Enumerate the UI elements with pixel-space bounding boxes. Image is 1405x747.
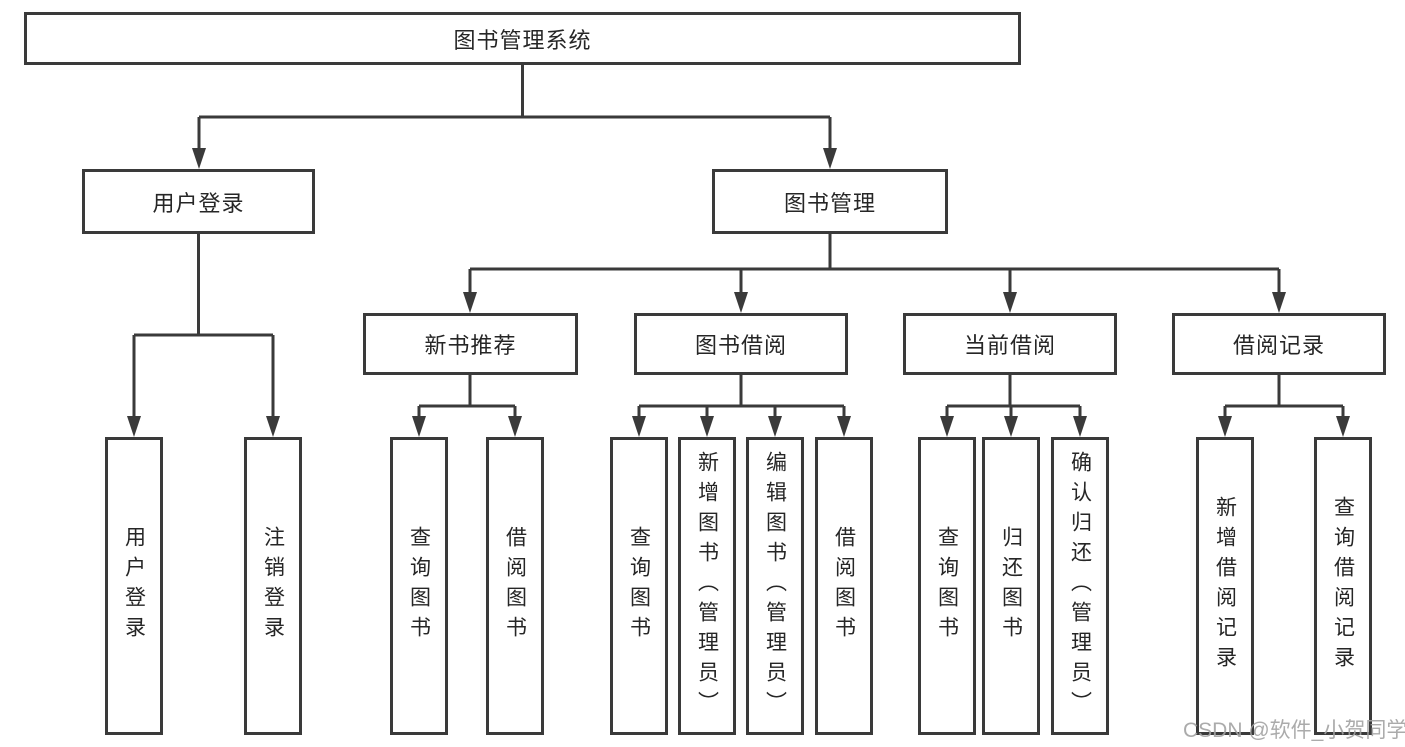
node-borrow-records: 借阅记录 [1172, 313, 1386, 375]
leaf-borrow-books-recommend-label: 借阅图书 [503, 526, 527, 646]
leaf-logout-label: 注销登录 [261, 526, 285, 646]
node-book-management-label: 图书管理 [783, 190, 876, 216]
csdn-watermark: CSDN @软件_小贺同学 [1183, 719, 1405, 742]
node-borrow-records-label: 借阅记录 [1232, 333, 1325, 358]
leaf-user-login: 用户登录 [105, 437, 163, 735]
node-new-book-recommend: 新书推荐 [363, 313, 578, 375]
node-root-label: 图书管理系统 [453, 27, 592, 53]
leaf-confirm-return-admin: 确认归还（管理员） [1051, 437, 1109, 735]
node-book-borrow-label: 图书借阅 [694, 333, 787, 358]
leaf-borrow-books-label: 借阅图书 [832, 526, 856, 646]
leaf-user-login-label: 用户登录 [122, 526, 146, 646]
leaf-return-books-label: 归还图书 [999, 526, 1023, 646]
leaf-query-books-current: 查询图书 [918, 437, 976, 735]
leaf-add-books-admin-label: 新增图书（管理员） [695, 451, 719, 721]
leaf-query-books-recommend: 查询图书 [390, 437, 448, 735]
leaf-query-borrow-record-label: 查询借阅记录 [1331, 496, 1355, 676]
leaf-query-borrow-record: 查询借阅记录 [1314, 437, 1372, 735]
leaf-edit-books-admin: 编辑图书（管理员） [746, 437, 804, 735]
leaf-logout: 注销登录 [244, 437, 302, 735]
node-user-login-label: 用户登录 [152, 190, 245, 216]
node-new-book-recommend-label: 新书推荐 [424, 333, 517, 358]
leaf-borrow-books-recommend: 借阅图书 [486, 437, 544, 735]
leaf-return-books: 归还图书 [982, 437, 1040, 735]
node-root-system: 图书管理系统 [24, 12, 1021, 65]
node-current-borrow: 当前借阅 [903, 313, 1117, 375]
node-user-login: 用户登录 [82, 169, 315, 234]
leaf-add-borrow-record: 新增借阅记录 [1196, 437, 1254, 735]
leaf-query-books-recommend-label: 查询图书 [407, 526, 431, 646]
leaf-query-books-borrow: 查询图书 [610, 437, 668, 735]
node-book-borrow: 图书借阅 [634, 313, 848, 375]
leaf-confirm-return-admin-label: 确认归还（管理员） [1068, 451, 1092, 721]
leaf-query-books-borrow-label: 查询图书 [627, 526, 651, 646]
node-current-borrow-label: 当前借阅 [963, 333, 1056, 358]
leaf-edit-books-admin-label: 编辑图书（管理员） [763, 451, 787, 721]
leaf-add-books-admin: 新增图书（管理员） [678, 437, 736, 735]
leaf-add-borrow-record-label: 新增借阅记录 [1213, 496, 1237, 676]
leaf-borrow-books: 借阅图书 [815, 437, 873, 735]
leaf-query-books-current-label: 查询图书 [935, 526, 959, 646]
node-book-management: 图书管理 [712, 169, 948, 234]
